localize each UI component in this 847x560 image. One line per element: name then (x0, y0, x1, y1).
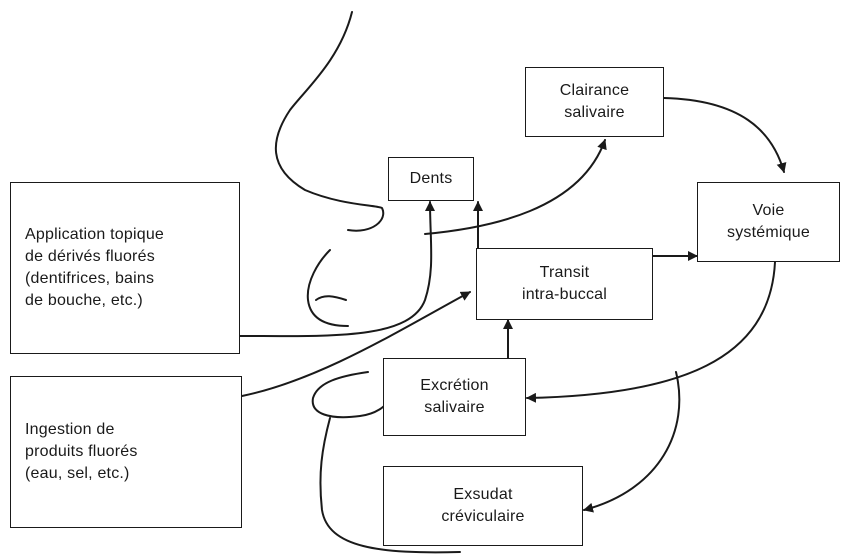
node-clairance-salivaire: Clairance salivaire (525, 67, 664, 137)
face-mouth-line (316, 296, 346, 300)
node-excretion-label: Excrétion salivaire (420, 375, 489, 419)
node-dents-label: Dents (410, 168, 453, 190)
node-ingestion-label: Ingestion de produits fluorés (eau, sel,… (25, 419, 138, 485)
node-clairance-label: Clairance salivaire (560, 80, 629, 124)
node-application-label: Application topique de dérivés fluorés (… (25, 224, 164, 312)
face-nose-outline (276, 12, 383, 231)
node-application-topique: Application topique de dérivés fluorés (… (10, 182, 240, 354)
edge-application-dents (240, 202, 431, 336)
node-transit-label: Transit intra-buccal (522, 262, 607, 306)
node-exsudat-creviculaire: Exsudat créviculaire (383, 466, 583, 546)
face-chin-outline (313, 372, 389, 417)
node-transit-intra-buccal: Transit intra-buccal (476, 248, 653, 320)
node-voie-systemique: Voie systémique (697, 182, 840, 262)
node-excretion-salivaire: Excrétion salivaire (383, 358, 526, 436)
node-ingestion: Ingestion de produits fluorés (eau, sel,… (10, 376, 242, 528)
node-exsudat-label: Exsudat créviculaire (441, 484, 524, 528)
node-voie-label: Voie systémique (727, 200, 810, 244)
node-dents: Dents (388, 157, 474, 201)
edge-clairance-voie (664, 98, 784, 172)
face-upper-lip-outline (308, 250, 348, 326)
